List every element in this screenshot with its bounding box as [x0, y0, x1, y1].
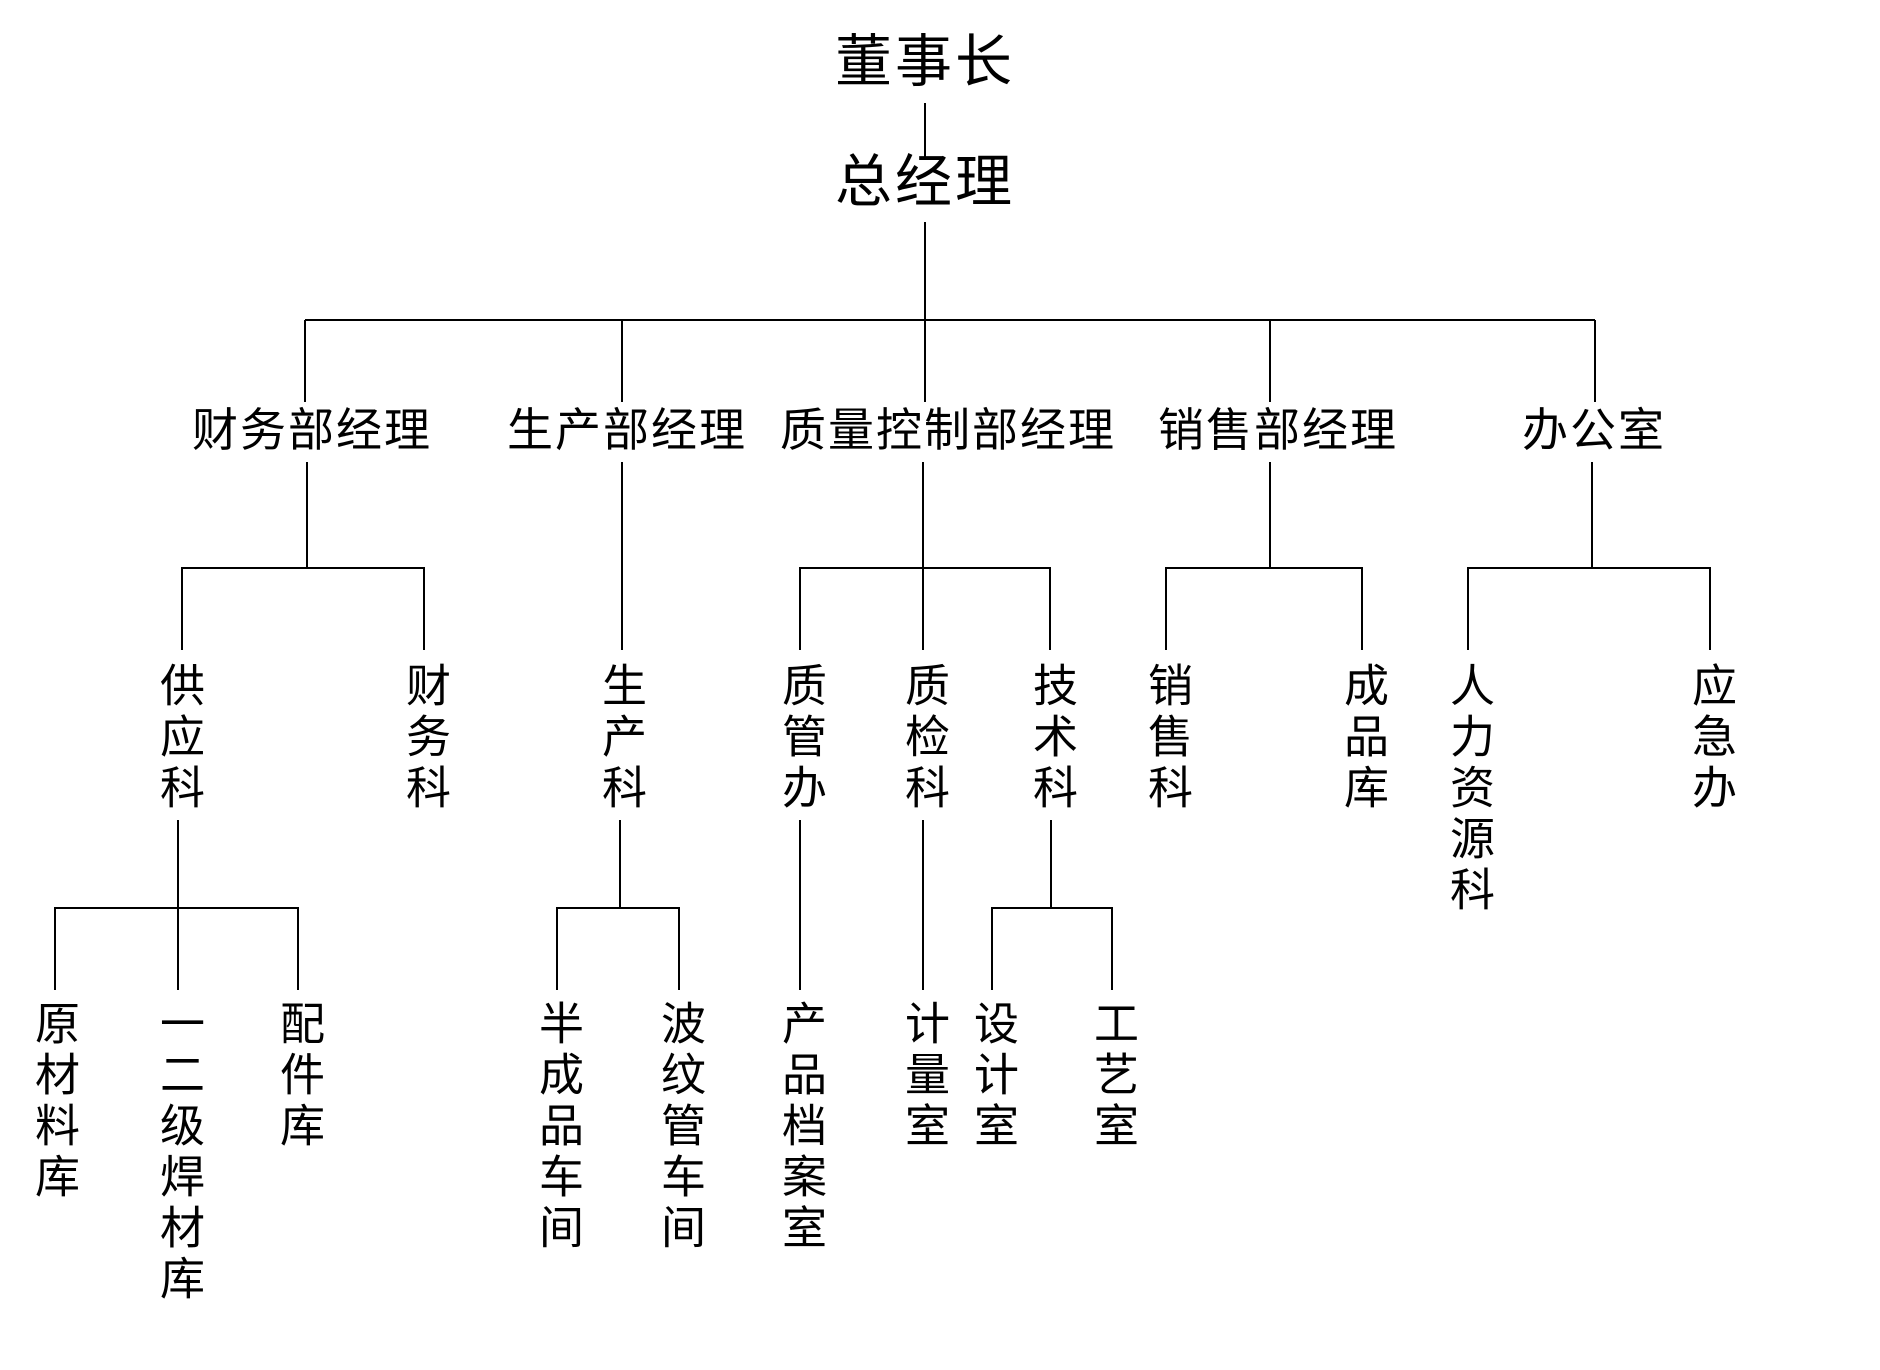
node-process-room: 工艺室 — [1087, 1000, 1138, 1153]
node-chairman: 董事长 — [835, 30, 1015, 94]
node-office: 办公室 — [1522, 404, 1666, 456]
edge-production-sec-branch — [556, 820, 680, 990]
node-finished-goods-warehouse: 成品库 — [1337, 662, 1388, 815]
edge-tech-branch — [991, 820, 1113, 990]
node-quality-inspection-section: 质检科 — [898, 662, 949, 815]
node-sales-section: 销售科 — [1141, 662, 1192, 815]
node-finance-dept-manager: 财务部经理 — [192, 404, 432, 456]
edge-supply-branch — [54, 820, 299, 990]
node-semi-finished-workshop: 半成品车间 — [532, 1000, 583, 1255]
node-production-dept-manager: 生产部经理 — [507, 404, 747, 456]
node-technology-section: 技术科 — [1026, 662, 1077, 815]
edge-finance-branch — [181, 462, 425, 650]
node-general-manager: 总经理 — [835, 150, 1015, 214]
node-metrology-room: 计量室 — [898, 1000, 949, 1153]
node-product-archives-room: 产品档案室 — [775, 1000, 826, 1255]
node-sales-dept-manager: 销售部经理 — [1158, 404, 1398, 456]
edge-sales-branch — [1165, 462, 1363, 650]
node-emergency-office: 应急办 — [1685, 662, 1736, 815]
node-raw-materials-warehouse: 原材料库 — [28, 1000, 79, 1204]
node-supply-section: 供应科 — [153, 662, 204, 815]
node-hr-section: 人力资源科 — [1443, 662, 1494, 917]
edge-qc-branch — [799, 462, 1051, 650]
node-production-section: 生产科 — [595, 662, 646, 815]
node-design-room: 设计室 — [967, 1000, 1018, 1153]
node-qc-dept-manager: 质量控制部经理 — [780, 404, 1116, 456]
node-grade-1-2-welding-warehouse: 一二级焊材库 — [153, 1000, 204, 1306]
node-bellows-workshop: 波纹管车间 — [654, 1000, 705, 1255]
node-finance-section: 财务科 — [399, 662, 450, 815]
node-quality-mgmt-office: 质管办 — [775, 662, 826, 815]
edge-office-branch — [1467, 462, 1711, 650]
node-parts-warehouse: 配件库 — [273, 1000, 324, 1153]
